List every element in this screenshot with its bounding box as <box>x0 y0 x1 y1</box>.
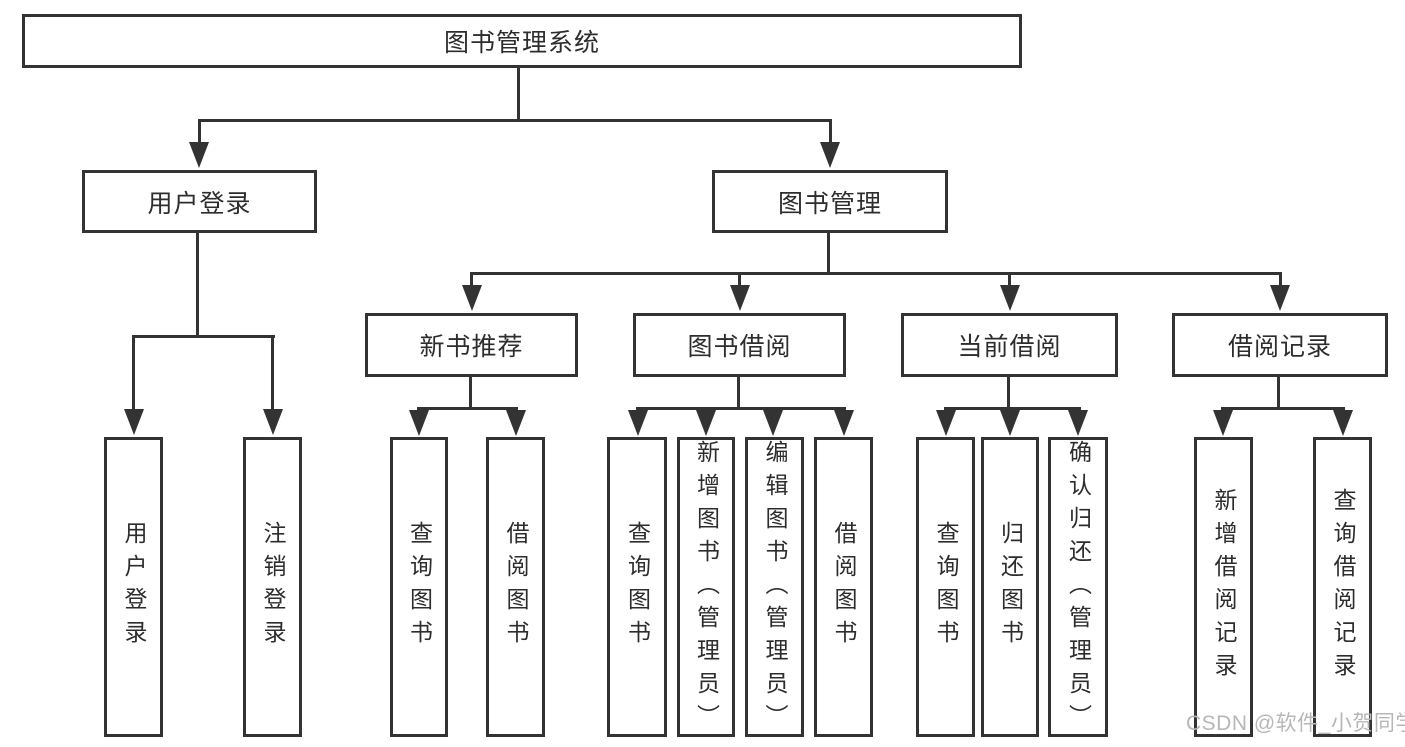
connector-segment <box>1278 275 1282 287</box>
node-edit-books-admin: 编辑图书（管理员） <box>745 437 804 737</box>
connector-segment <box>944 407 1081 410</box>
node-confirm-return-admin: 确认归还（管理员） <box>1048 437 1108 737</box>
node-query-books-current: 查询图书 <box>916 437 975 737</box>
connector-segment <box>417 407 518 410</box>
node-user-login-leaf: 用户登录 <box>104 437 163 737</box>
connector-segment <box>132 335 275 338</box>
node-logout: 注销登录 <box>243 437 302 737</box>
node-add-books-admin: 新增图书（管理员） <box>677 437 735 737</box>
node-user-login: 用户登录 <box>82 170 317 233</box>
connector-segment <box>132 338 135 411</box>
watermark: CSDN @软件_小贺同学 <box>1186 712 1405 735</box>
arrowhead-icon <box>820 142 840 168</box>
arrowhead-icon <box>628 410 648 436</box>
node-library-management-system: 图书管理系统 <box>22 14 1022 68</box>
node-return-books: 归还图书 <box>981 437 1039 737</box>
arrowhead-icon <box>999 285 1020 311</box>
node-borrow-books-leaf: 借阅图书 <box>814 437 873 737</box>
connector-segment <box>737 377 740 410</box>
arrowhead-icon <box>935 410 956 436</box>
node-borrow-books-recommend: 借阅图书 <box>486 437 545 737</box>
arrowhead-icon <box>461 285 482 311</box>
node-book-borrowing: 图书借阅 <box>633 313 846 377</box>
arrowhead-icon <box>262 409 283 435</box>
connector-segment <box>470 275 473 287</box>
arrowhead-icon <box>763 410 783 436</box>
node-add-borrow-record: 新增借阅记录 <box>1194 437 1253 737</box>
connector-segment <box>828 122 832 144</box>
connector-segment <box>1008 275 1011 287</box>
arrowhead-icon <box>189 142 209 168</box>
connector-segment <box>1221 407 1345 410</box>
node-book-management: 图书管理 <box>712 170 948 233</box>
arrowhead-icon <box>833 410 854 436</box>
connector-segment <box>1277 377 1280 410</box>
connector-segment <box>198 119 832 122</box>
arrowhead-icon <box>1068 410 1088 436</box>
arrowhead-icon <box>1332 410 1353 436</box>
arrowhead-icon <box>505 410 526 436</box>
connector-segment <box>636 407 846 410</box>
arrowhead-icon <box>1270 285 1290 311</box>
node-query-books-borrow: 查询图书 <box>607 437 667 737</box>
node-new-book-recommend: 新书推荐 <box>365 313 578 377</box>
arrowhead-icon <box>1000 410 1020 436</box>
arrowhead-icon <box>696 410 716 436</box>
connector-segment <box>469 377 472 410</box>
node-query-books-recommend: 查询图书 <box>390 437 448 737</box>
connector-segment <box>1007 377 1010 410</box>
connector-segment <box>827 233 830 275</box>
arrowhead-icon <box>123 409 144 435</box>
node-current-borrowing: 当前借阅 <box>901 313 1118 377</box>
node-borrowing-records: 借阅记录 <box>1172 313 1388 377</box>
connector-segment <box>517 68 520 122</box>
connector-segment <box>271 338 274 411</box>
connector-segment <box>196 233 199 338</box>
arrowhead-icon <box>409 410 429 436</box>
connector-segment <box>738 275 741 287</box>
arrowhead-icon <box>1213 410 1233 436</box>
connector-segment <box>470 272 1282 275</box>
connector-segment <box>197 122 201 144</box>
node-query-borrow-record: 查询借阅记录 <box>1313 437 1372 737</box>
arrowhead-icon <box>729 285 750 311</box>
